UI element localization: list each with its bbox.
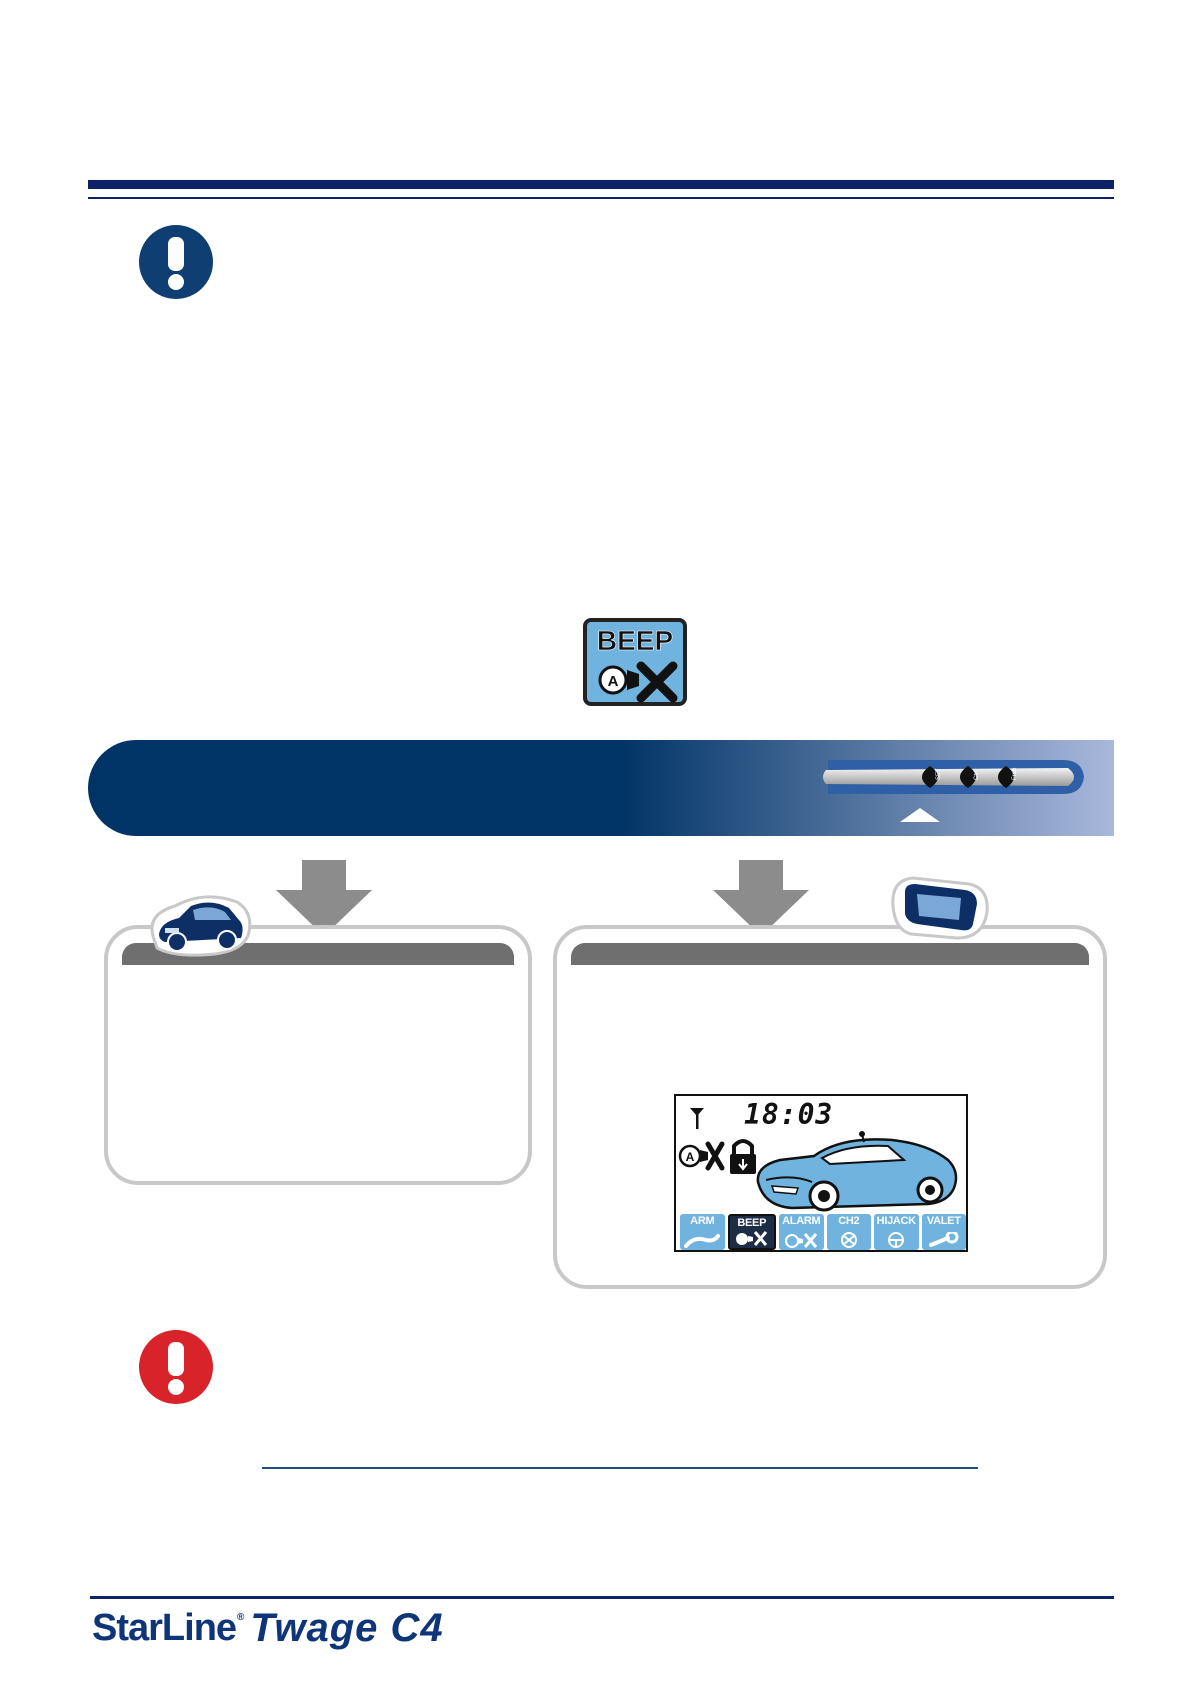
brand-name: StarLine: [92, 1607, 237, 1649]
header-rule-thick: [88, 180, 1114, 189]
remote-button-label: Free: [1012, 767, 1018, 780]
fob-panel-header: [571, 943, 1089, 965]
lcd-tab-beep: BEEP: [727, 1214, 776, 1250]
horn-muted-icon: BEEP A: [583, 618, 687, 706]
key-fob-icon: [891, 876, 989, 940]
alarm-muted-icon: [785, 1233, 818, 1248]
lcd-tab-valet: VALET: [921, 1214, 966, 1250]
remote-button-label: SET: [936, 768, 942, 780]
separator-line: [262, 1467, 978, 1469]
lcd-tab-ch2: CH2: [826, 1214, 871, 1250]
antenna-icon: [690, 1108, 704, 1129]
remote-button-label: Ctrl: [974, 771, 980, 780]
horn-muted-icon: [735, 1231, 767, 1246]
section-banner: SET Ctrl Free: [88, 740, 1114, 836]
lcd-tab-arm: ARM: [680, 1214, 725, 1250]
arrow-down-icon: [276, 860, 372, 936]
steering-wheel-icon: [888, 1232, 905, 1248]
car-icon: [756, 1131, 958, 1212]
registered-mark: ®: [237, 1612, 245, 1623]
lcd-time: 18:03: [744, 1098, 834, 1131]
lcd-tab-hijack: HIJACK: [874, 1214, 919, 1250]
car-panel: [104, 925, 532, 1185]
arrow-down-icon: [713, 860, 809, 936]
beep-icon-label: BEEP: [597, 625, 673, 656]
svg-text:A: A: [608, 673, 619, 690]
horn-muted-icon: A: [678, 1139, 756, 1174]
remote-image: SET Ctrl Free: [823, 760, 1084, 822]
exclamation-icon: [139, 225, 213, 299]
lcd-tab-bar: ARM BEEP ALARM CH2: [680, 1214, 966, 1250]
lcd-display: 18:03 A ARM BEEP: [674, 1094, 968, 1252]
header-rule-thin: [88, 197, 1114, 199]
car-icon: [150, 895, 252, 957]
footer-rule: [90, 1596, 1114, 1599]
svg-text:A: A: [686, 1150, 695, 1164]
model-name: Twage C4: [250, 1606, 444, 1650]
footer-brand: StarLine ® Twage C4: [92, 1606, 444, 1656]
wrench-icon: [928, 1232, 959, 1247]
channel-icon: [840, 1232, 857, 1248]
exclamation-icon: [139, 1330, 213, 1404]
lcd-tab-alarm: ALARM: [779, 1214, 824, 1250]
arm-icon: [684, 1234, 721, 1248]
